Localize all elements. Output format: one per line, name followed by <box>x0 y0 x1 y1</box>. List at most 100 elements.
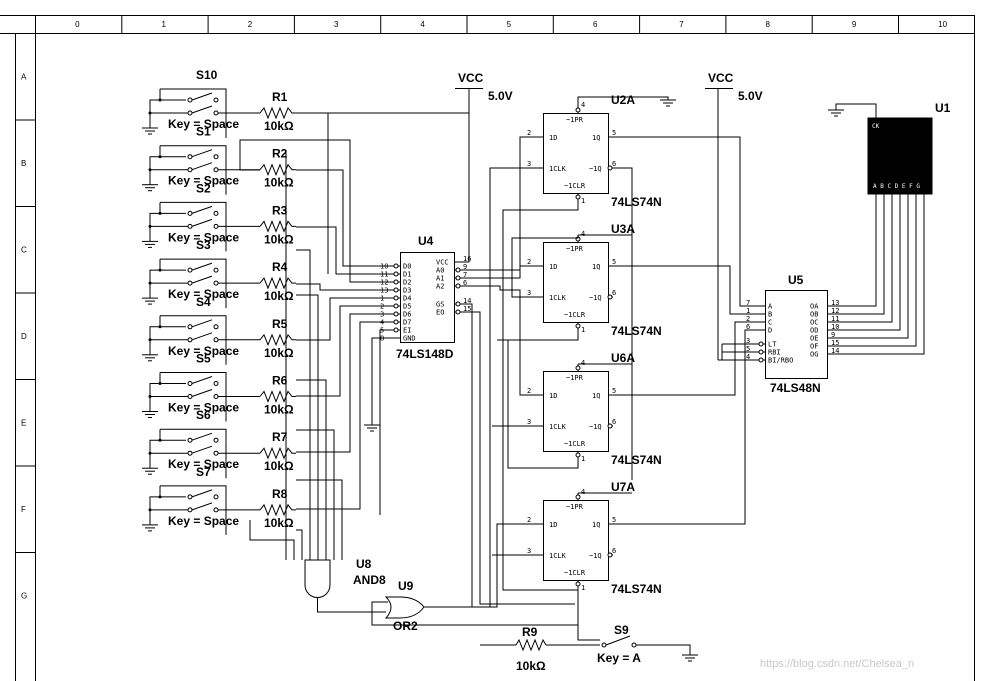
u5-pin-label: B <box>768 311 772 319</box>
ff-pin-num: 1 <box>581 326 585 334</box>
vcc-voltage: 5.0V <box>488 89 513 103</box>
ff-pin-num: 1 <box>581 584 585 592</box>
switch-key: Key = Space <box>168 344 239 358</box>
ff-ref: U3A <box>611 222 635 236</box>
u5-pin-num: 7 <box>746 299 750 307</box>
u5-pin-label: OA <box>810 303 819 311</box>
switch-ref: S10 <box>196 68 218 82</box>
u5-pin-label: OD <box>810 327 818 335</box>
u4-pin-label: D0 <box>403 263 411 271</box>
u9-part: OR2 <box>393 619 418 633</box>
resistor-ref: R7 <box>272 430 288 444</box>
u5-pin-num: 2 <box>746 315 750 323</box>
resistor-ref: R3 <box>272 203 288 217</box>
ff-pin-num: 2 <box>527 516 531 524</box>
u4-pin-label: GS <box>436 301 444 309</box>
u5-pin-num: 11 <box>831 315 839 323</box>
sheet-border <box>0 15 975 681</box>
ff-clk-label: 1CLK <box>549 423 567 431</box>
u5-pin-num: 6 <box>746 323 750 331</box>
ff-pin-num: 6 <box>612 289 616 297</box>
row-label: E <box>21 418 26 427</box>
u5-pin-label: OB <box>810 311 818 319</box>
u5-pin-label: RBI <box>768 349 781 357</box>
u8-and-gate[interactable]: U8 AND8 <box>304 557 386 613</box>
ff-nq-label: ~1Q <box>589 294 602 302</box>
ff-q-label: 1Q <box>592 134 600 142</box>
u4-pin-label: A0 <box>436 267 444 275</box>
row-label: F <box>21 505 26 514</box>
ff-nq-label: ~1Q <box>589 552 602 560</box>
u1-seven-segment-display[interactable]: U1 CK A B C D E F G <box>867 101 951 195</box>
u4-pin-label: D7 <box>403 319 411 327</box>
column-label: 10 <box>938 20 947 29</box>
ff-pin-num: 3 <box>527 289 531 297</box>
u5-pin-label: D <box>768 327 772 335</box>
ff-q-label: 1Q <box>592 521 600 529</box>
u4-pin-num: 9 <box>463 263 467 271</box>
u4-pin-num: 11 <box>380 271 388 279</box>
column-label: 7 <box>679 20 684 29</box>
resistor-ref: R1 <box>272 90 288 104</box>
u5-pin-num: 5 <box>746 345 750 353</box>
resistor-r3[interactable]: R3 10kΩ <box>259 203 296 246</box>
ff-pin-num: 4 <box>581 488 585 496</box>
ff-clr-label: ~1CLR <box>564 311 586 319</box>
ff-pin-num: 4 <box>581 101 585 109</box>
resistor-value: 10kΩ <box>264 232 294 246</box>
ff-part: 74LS74N <box>611 582 662 596</box>
r9-ref: R9 <box>522 625 538 639</box>
u4-ref: U4 <box>418 234 434 248</box>
vcc-label: VCC <box>458 71 484 85</box>
u9-or-gate[interactable]: U9 OR2 <box>371 579 578 633</box>
row-label: G <box>21 591 27 600</box>
u4-pin-label: A1 <box>436 275 444 283</box>
ff-pin-num: 5 <box>612 258 616 266</box>
u4-pin-num: 8 <box>380 335 384 343</box>
ff-pin-num: 3 <box>527 547 531 555</box>
u5-pin-label: C <box>768 319 772 327</box>
ff-pin-num: 2 <box>527 387 531 395</box>
u5-pin-num: 13 <box>831 299 839 307</box>
s9-key: Key = A <box>597 651 641 665</box>
ff-pr-label: ~1PR <box>566 116 584 124</box>
u5-pin-label: OC <box>810 319 818 327</box>
u4-pin-label: D5 <box>403 303 411 311</box>
u5-pin-label: OG <box>810 351 818 359</box>
resistor-value: 10kΩ <box>264 516 294 530</box>
u4-pin-num: 6 <box>463 279 467 287</box>
ff-pin-num: 3 <box>527 160 531 168</box>
column-label: 3 <box>334 20 339 29</box>
ff-clk-label: 1CLK <box>549 552 567 560</box>
switch-key: Key = Space <box>168 174 239 188</box>
column-label: 5 <box>507 20 512 29</box>
ff-pin-num: 5 <box>612 129 616 137</box>
u1-segment-labels: A B C D E F G <box>873 183 920 190</box>
u5-part: 74LS48N <box>770 381 821 395</box>
row-label: C <box>21 245 27 254</box>
column-label: 9 <box>852 20 857 29</box>
u4-pin-label: EO <box>436 309 444 317</box>
